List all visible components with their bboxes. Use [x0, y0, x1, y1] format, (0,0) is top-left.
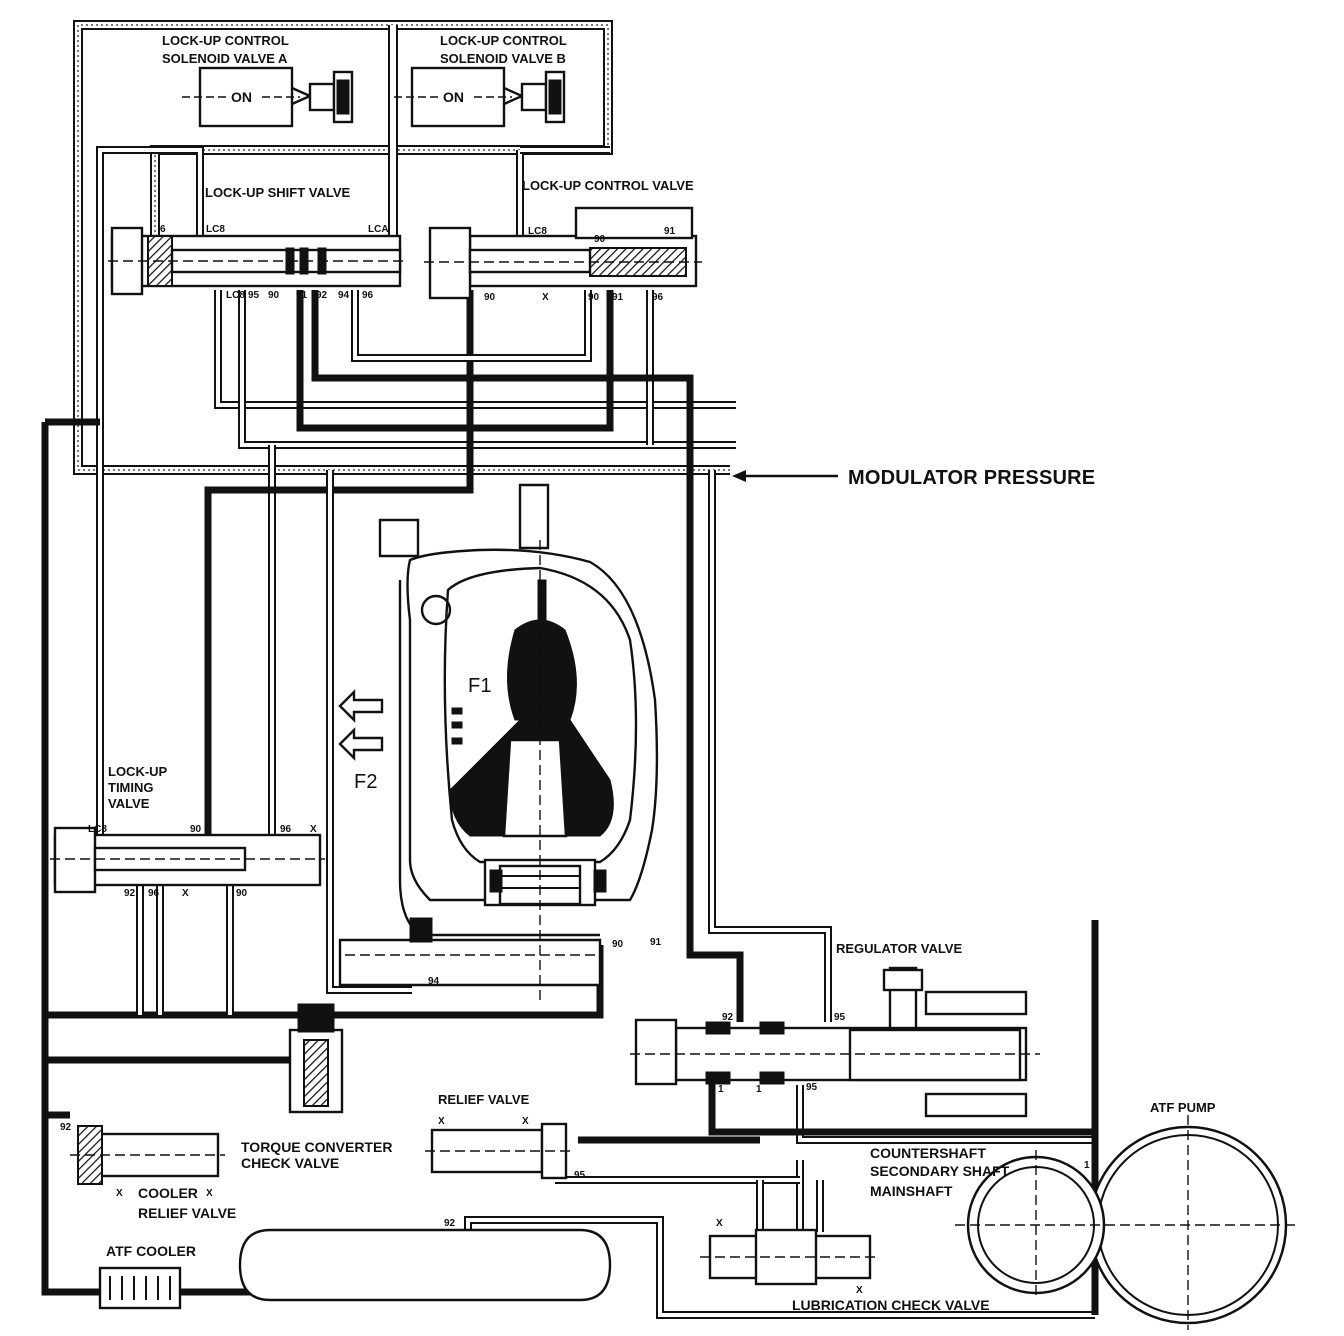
timing-valve-label-line1: LOCK-UP — [108, 764, 168, 779]
port-label: X — [542, 292, 549, 303]
supply-lines-thin — [96, 146, 1095, 1319]
port-label: LC8 — [88, 824, 107, 835]
lubrication-check-valve — [700, 1228, 880, 1286]
port-label: X — [856, 1285, 863, 1296]
port-label: 92 — [316, 290, 328, 301]
port-label: 91 — [664, 226, 676, 237]
oil-reservoir — [238, 1228, 612, 1302]
port-label: 94 — [428, 976, 440, 987]
atf-pump — [955, 1115, 1300, 1330]
lockup-shift-valve — [108, 226, 405, 296]
port-label: LC8 — [206, 224, 225, 235]
port-label: 1 — [756, 1084, 762, 1095]
port-label: X — [182, 888, 189, 899]
port-label: 1 — [718, 1084, 724, 1095]
port-label: 90 — [588, 292, 600, 303]
port-label: X — [206, 1188, 213, 1199]
port-label: 1 — [1084, 1160, 1090, 1171]
pressure-lines-heavy — [41, 290, 1099, 1315]
modulator-pressure-arrow — [732, 470, 838, 482]
flow-arrows-f2 — [338, 689, 384, 761]
tc-check-spring-block — [288, 1003, 344, 1114]
atf-cooler — [98, 1266, 182, 1310]
secondary-shaft-label: SECONDARY SHAFT — [870, 1163, 1010, 1179]
port-label: X — [116, 1188, 123, 1199]
cooler-relief-label-line1: COOLER — [138, 1185, 198, 1201]
diagram-labels: LOCK-UP CONTROL SOLENOID VALVE A LOCK-UP… — [106, 33, 1216, 1313]
torque-converter-check-valve — [70, 1125, 225, 1185]
port-label: 91 — [296, 290, 308, 301]
port-label: 95 — [834, 1012, 846, 1023]
f1-label: F1 — [468, 675, 492, 697]
port-label: 96 — [148, 888, 160, 899]
lockup-control-valve — [424, 206, 702, 300]
solenoid-b-label-line2: SOLENOID VALVE B — [440, 51, 566, 66]
solenoid-a-label-line2: SOLENOID VALVE A — [162, 51, 288, 66]
solenoid-a-state: ON — [231, 89, 252, 105]
relief-valve — [425, 1122, 572, 1180]
f2-label: F2 — [354, 771, 378, 793]
solenoid-a-label-line1: LOCK-UP CONTROL — [162, 33, 289, 48]
solenoid-valve-a — [182, 66, 354, 128]
lubrication-check-valve-label: LUBRICATION CHECK VALVE — [792, 1297, 990, 1313]
port-label: 6 — [160, 224, 166, 235]
timing-valve-label-line2: TIMING — [108, 780, 154, 795]
port-label: 96 — [362, 290, 374, 301]
port-label: 94 — [338, 290, 350, 301]
atf-pump-label: ATF PUMP — [1150, 1100, 1216, 1115]
port-label: X — [522, 1116, 529, 1127]
port-label: 92 — [124, 888, 136, 899]
regulator-valve — [630, 966, 1040, 1118]
torque-converter — [338, 483, 659, 1000]
relief-valve-label: RELIEF VALVE — [438, 1092, 530, 1107]
lockup-timing-valve — [50, 826, 325, 894]
port-label: LC8 — [528, 226, 547, 237]
modulator-pressure-label: MODULATOR PRESSURE — [848, 467, 1095, 489]
port-label: 95 — [806, 1082, 818, 1093]
lockup-control-valve-label: LOCK-UP CONTROL VALVE — [522, 178, 694, 193]
converter-feed-lines — [45, 290, 604, 1119]
port-label: X — [310, 824, 317, 835]
port-label: 92 — [60, 1122, 72, 1133]
port-label: 96 — [280, 824, 292, 835]
port-label: 91 — [650, 937, 662, 948]
port-label: X — [438, 1116, 445, 1127]
solenoid-b-label-line1: LOCK-UP CONTROL — [440, 33, 567, 48]
port-label: 90 — [484, 292, 496, 303]
port-label: 90 — [612, 939, 624, 950]
solenoid-b-state: ON — [443, 89, 464, 105]
port-label: 90 — [268, 290, 280, 301]
port-label: 91 — [612, 292, 624, 303]
port-label: LC8 — [226, 290, 245, 301]
cooler-relief-label-line2: RELIEF VALVE — [138, 1205, 236, 1221]
port-labels: 6 LC8 LCA LC8 95 90 91 92 94 96 LC8 90 9… — [60, 224, 1090, 1296]
atf-cooler-label: ATF COOLER — [106, 1243, 196, 1259]
port-label: 90 — [190, 824, 202, 835]
regulator-valve-label: REGULATOR VALVE — [836, 941, 962, 956]
port-label: 95 — [248, 290, 260, 301]
timing-valve-label-line3: VALVE — [108, 796, 150, 811]
port-label: LCA — [368, 224, 389, 235]
tc-check-valve-label-line2: CHECK VALVE — [241, 1155, 339, 1171]
port-label: 90 — [236, 888, 248, 899]
port-label: 92 — [444, 1218, 456, 1229]
port-label: 90 — [594, 234, 606, 245]
tc-check-valve-label-line1: TORQUE CONVERTER — [241, 1139, 392, 1155]
solenoid-valve-b — [394, 66, 566, 128]
mainshaft-label: MAINSHAFT — [870, 1183, 953, 1199]
port-label: 92 — [722, 1012, 734, 1023]
port-label: 96 — [652, 292, 664, 303]
lockup-shift-valve-label: LOCK-UP SHIFT VALVE — [205, 185, 351, 200]
port-label: 95 — [574, 1170, 586, 1181]
port-label: X — [716, 1218, 723, 1229]
countershaft-label: COUNTERSHAFT — [870, 1145, 986, 1161]
